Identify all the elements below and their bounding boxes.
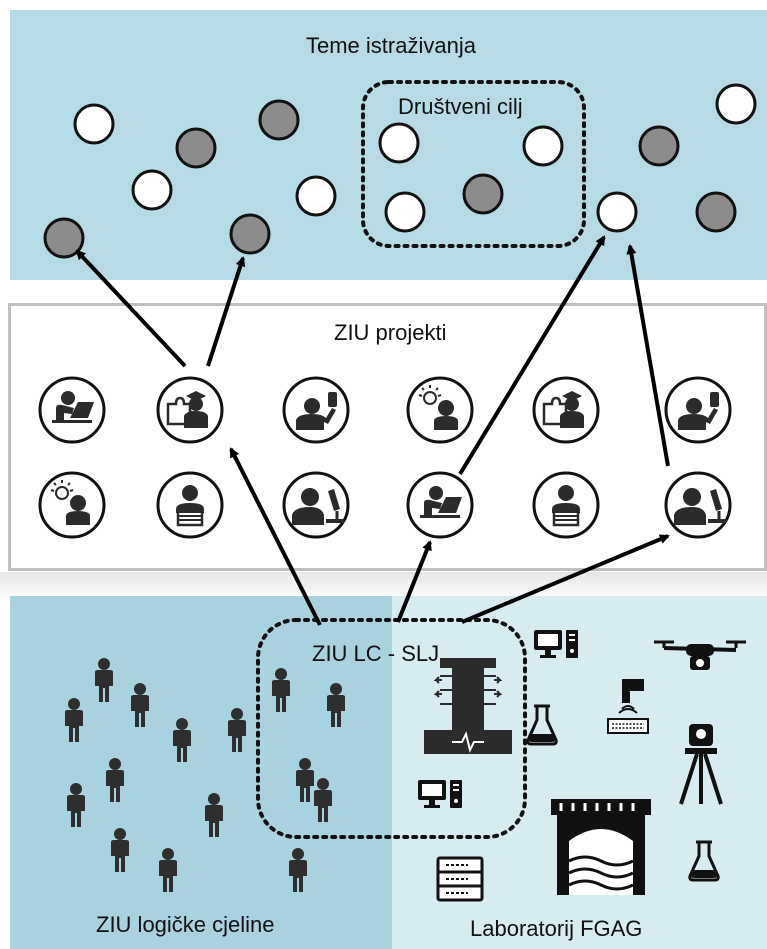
idea-person-icon (38, 471, 106, 539)
laptop-user-icon (406, 471, 474, 539)
topic-circle-grey (43, 217, 85, 259)
arrow (458, 235, 606, 476)
laboratory-caption: Laboratorij FGAG (470, 916, 643, 941)
drone-icon (654, 640, 746, 670)
topic-circle (131, 169, 173, 211)
social-goal-frame (361, 80, 586, 248)
topic-circle (596, 191, 638, 233)
selfie-person-icon (664, 376, 732, 444)
computer-icon (534, 630, 578, 658)
topic-circle-grey (229, 213, 271, 255)
project-icons (38, 376, 732, 539)
person-icon (314, 778, 332, 822)
topic-circle-grey (638, 125, 680, 167)
microscope-person-icon (282, 471, 350, 539)
graduate-puzzle-icon (156, 376, 224, 444)
topic-circle (295, 175, 337, 217)
topic-circle-grey (695, 191, 737, 233)
research-topics-title: Teme istraživanja (306, 33, 476, 58)
server-icon (436, 856, 484, 902)
social-goal-label: Društveni cilj (398, 94, 523, 119)
graduate-puzzle-icon (532, 376, 600, 444)
lab-equipment (418, 630, 746, 902)
arrow (229, 447, 322, 626)
flask-icon (688, 840, 720, 882)
selfie-person-icon (282, 376, 350, 444)
person-icon (296, 758, 314, 802)
logical-units-panel (10, 596, 392, 949)
arrow (626, 244, 670, 467)
person-icon (67, 783, 85, 827)
laptop-user-icon (38, 376, 106, 444)
topic-circle (73, 103, 115, 145)
people-group (65, 658, 345, 892)
arrow (75, 249, 187, 368)
person-icon (173, 718, 191, 762)
microscope-person-icon (664, 471, 732, 539)
logical-units-caption: ZIU logičke cjeline (96, 912, 275, 937)
scanner-icon (607, 679, 649, 734)
person-icon (272, 668, 290, 712)
person-icon (111, 828, 129, 872)
person-icon (106, 758, 124, 802)
idea-person-icon (406, 376, 474, 444)
lc-slj-frame (256, 618, 527, 839)
topic-circle (522, 125, 564, 167)
lc-slj-label: ZIU LC - SLJ (312, 641, 440, 666)
topic-circles (43, 83, 757, 259)
computer-icon (418, 780, 462, 808)
person-icon (205, 793, 223, 837)
person-icon (159, 848, 177, 892)
flask-icon (526, 704, 558, 746)
topic-circle (715, 83, 757, 125)
topic-circle (384, 191, 426, 233)
arrows (75, 235, 670, 626)
dam-icon (551, 799, 651, 895)
total-station-icon (679, 724, 723, 805)
reading-person-icon (532, 471, 600, 539)
person-icon (95, 658, 113, 702)
person-icon (131, 683, 149, 727)
arrow (206, 256, 246, 367)
arrow (396, 540, 432, 623)
person-icon (327, 683, 345, 727)
topic-circle (378, 122, 420, 164)
person-icon (228, 708, 246, 752)
test-rig-icon (424, 658, 512, 754)
person-icon (289, 848, 307, 892)
person-icon (65, 698, 83, 742)
arrow (461, 534, 670, 624)
topic-circle-grey (462, 173, 504, 215)
topic-circle-grey (175, 127, 217, 169)
topic-circle-grey (258, 99, 300, 141)
projects-title: ZIU projekti (334, 320, 447, 345)
projects-panel (8, 303, 767, 571)
reading-person-icon (156, 471, 224, 539)
